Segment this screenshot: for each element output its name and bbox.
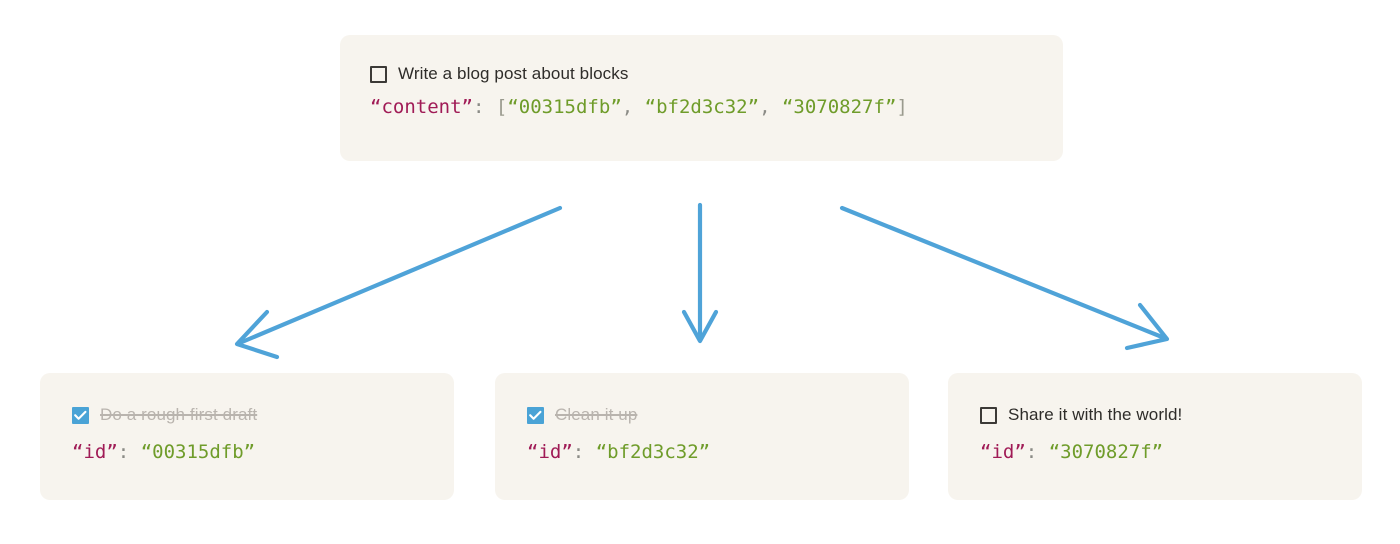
json-key: content: [381, 96, 462, 118]
arrow-to-third-child: [839, 205, 1170, 351]
child-block-card-1[interactable]: Do a rough first draft “id”: “00315dfb”: [40, 373, 454, 500]
json-key-quote-open: “: [527, 441, 539, 463]
parent-todo-line: Write a blog post about blocks: [370, 61, 1033, 87]
json-separator-1: ,: [759, 96, 782, 118]
child-json-line-3: “id”: “3070827f”: [980, 441, 1330, 463]
json-value-quote-close: ”: [698, 441, 711, 463]
json-array-value-2-quote-close: ”: [884, 96, 897, 118]
json-array-value-0: 00315dfb: [518, 96, 611, 118]
json-value: bf2d3c32: [607, 441, 699, 463]
child-json-line-1: “id”: “00315dfb”: [72, 441, 422, 463]
child-todo-line-2: Clean it up: [527, 402, 877, 428]
json-value-quote-open: “: [140, 441, 153, 463]
json-array-value-1: bf2d3c32: [656, 96, 748, 118]
json-key-quote-close: ”: [561, 441, 573, 463]
json-value: 00315dfb: [152, 441, 244, 463]
json-colon: :: [472, 96, 485, 118]
json-bracket-open: [: [495, 96, 508, 118]
child-todo-line-3: Share it with the world!: [980, 402, 1330, 428]
arrow-to-first-child: [234, 205, 563, 360]
child-json-line-2: “id”: “bf2d3c32”: [527, 441, 877, 463]
json-bracket-close: ]: [896, 96, 908, 118]
parent-json-line: “content”: [“00315dfb”, “bf2d3c32”, “307…: [370, 96, 1033, 118]
json-key-quote-open: “: [72, 441, 84, 463]
arrow-to-second-child: [681, 202, 719, 344]
json-key-quote-close: ”: [106, 441, 118, 463]
checkbox-empty-icon[interactable]: [370, 65, 387, 83]
json-array-value-2-quote-open: “: [781, 96, 794, 118]
json-value-quote-close: ”: [1151, 441, 1164, 463]
json-array-value-1-quote-close: ”: [747, 96, 760, 118]
checkbox-empty-icon[interactable]: [980, 406, 997, 424]
child-todo-label-1: Do a rough first draft: [100, 405, 258, 424]
json-value: 3070827f: [1060, 441, 1152, 463]
json-array-value-0-quote-close: ”: [610, 96, 622, 118]
json-array-value-1-quote-open: “: [644, 96, 657, 118]
child-block-card-3[interactable]: Share it with the world! “id”: “3070827f…: [948, 373, 1362, 500]
json-value-quote-open: “: [1048, 441, 1061, 463]
json-key: id: [991, 441, 1015, 463]
json-value-quote-open: “: [595, 441, 608, 463]
parent-todo-label: Write a blog post about blocks: [398, 64, 629, 83]
json-key: id: [538, 441, 562, 463]
json-key: id: [83, 441, 107, 463]
json-colon: :: [1025, 441, 1038, 463]
json-value-quote-close: ”: [243, 441, 256, 463]
json-key-quote-open: “: [370, 96, 382, 118]
json-colon: :: [572, 441, 585, 463]
checkbox-checked-icon[interactable]: [72, 406, 89, 424]
json-key-quote-close: ”: [461, 96, 473, 118]
json-key-quote-open: “: [980, 441, 992, 463]
child-todo-label-2: Clean it up: [555, 405, 638, 424]
parent-block-card[interactable]: Write a blog post about blocks “content”…: [340, 35, 1063, 161]
child-todo-line-1: Do a rough first draft: [72, 402, 422, 428]
checkbox-checked-icon[interactable]: [527, 406, 544, 424]
json-array-value-2: 3070827f: [793, 96, 885, 118]
json-colon: :: [117, 441, 130, 463]
child-todo-label-3: Share it with the world!: [1008, 405, 1183, 424]
json-separator-0: ,: [621, 96, 645, 118]
json-key-quote-close: ”: [1014, 441, 1026, 463]
json-array-value-0-quote-open: “: [507, 96, 519, 118]
child-block-card-2[interactable]: Clean it up “id”: “bf2d3c32”: [495, 373, 909, 500]
